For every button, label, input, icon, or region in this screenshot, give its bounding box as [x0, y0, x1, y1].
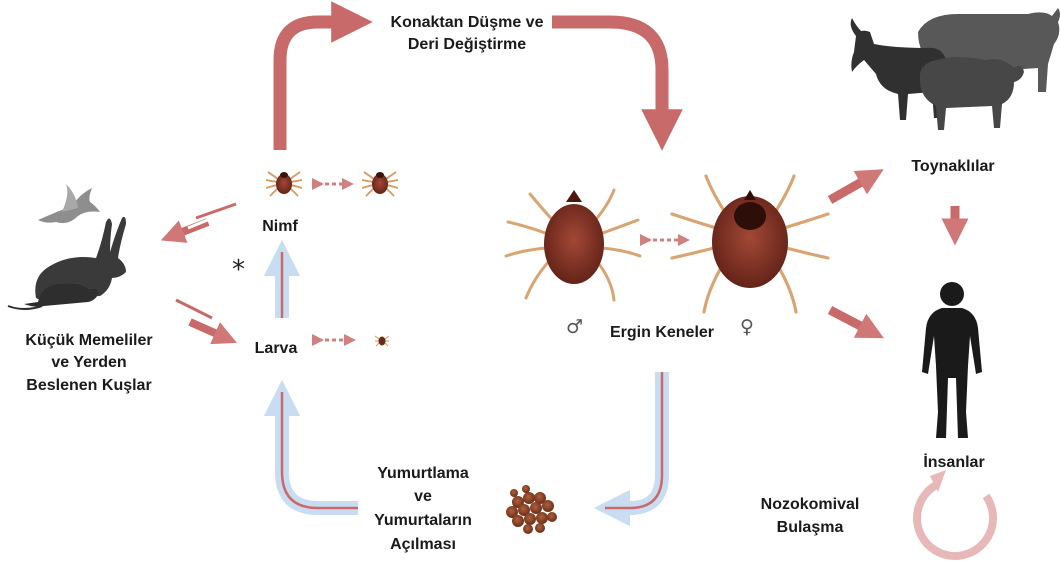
label-small-hosts-line3: Beslenen Kuşlar [0, 375, 178, 396]
label-larva: Larva [244, 338, 308, 359]
label-eggs-line3: Yumurtaların [358, 510, 488, 531]
tick-icon [362, 172, 398, 196]
tick-icon [672, 176, 828, 312]
arrow-adults-to-ungulates [830, 176, 872, 200]
sheep-icon [920, 57, 1024, 130]
label-nosocomial-line2: Bulaşma [748, 517, 872, 538]
arrow-moult-to-adults [552, 22, 662, 130]
arrow-adults-to-eggs [612, 372, 662, 508]
label-eggs-line4: Açılması [358, 534, 488, 555]
mouse-icon [8, 284, 98, 309]
asterisk-mark: * [232, 255, 245, 285]
label-small-hosts-line1: Küçük Memeliler [0, 330, 178, 351]
arrow-eggs-to-larva [282, 398, 358, 508]
label-humans: İnsanlar [904, 452, 1004, 473]
bird-icon [38, 184, 100, 223]
label-eggs-line2: ve [358, 486, 488, 507]
tick-icon [266, 172, 302, 196]
label-drop-moult-line2: Deri Değiştirme [372, 34, 562, 55]
label-drop-moult-line1: Konaktan Düşme ve [372, 12, 562, 33]
arrow-larva-hosts-exchange [176, 300, 226, 338]
tick-icon [506, 190, 640, 300]
female-symbol: ♀ [740, 316, 754, 338]
label-small-hosts-line2: ve Yerden [0, 352, 178, 373]
label-adult-ticks: Ergin Keneler [594, 322, 730, 343]
nosocomial-cycle-arrow [917, 470, 993, 556]
label-nosocomial-line1: Nozokomival [748, 494, 872, 515]
label-ungulates: Toynaklılar [888, 156, 1018, 177]
label-nymph: Nimf [252, 216, 308, 237]
arrow-nymph-to-moult [280, 22, 352, 150]
arrow-adults-to-humans [830, 310, 872, 332]
egg-cluster-icon [506, 485, 557, 534]
arrow-nymph-hosts-exchange [172, 204, 236, 236]
label-eggs-line1: Yumurtlama [358, 463, 488, 484]
tick-icon [375, 336, 389, 346]
human-icon [922, 282, 982, 438]
male-symbol: ♂ [566, 316, 583, 338]
